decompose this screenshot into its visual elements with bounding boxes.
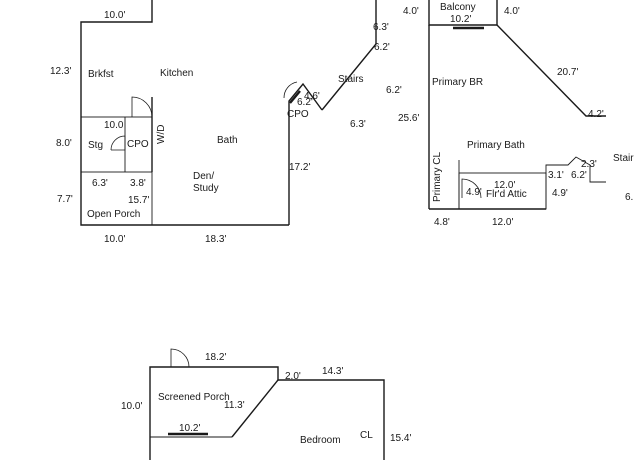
dim-balcony-width: 10.2' (450, 14, 471, 25)
room-wd: W/D (156, 125, 167, 144)
door-swing-porch (170, 348, 190, 368)
dim-notch-62: 6.2' (571, 170, 587, 181)
dim-left-height: 25.6' (398, 113, 419, 124)
room-den: Den/ (193, 171, 214, 182)
dim-balcony-right: 4.0' (504, 6, 520, 17)
room-stairs: Stairs (338, 74, 364, 85)
dim-bedroom-top: 14.3' (322, 366, 343, 377)
dim-bedroom-right: 15.4' (390, 433, 411, 444)
room-brkfst: Brkfst (88, 69, 114, 80)
dim-attic-width: 12.0' (494, 180, 515, 191)
dim-diagonal: 20.7' (557, 67, 578, 78)
dim-bottom-porch: 10.0' (104, 234, 125, 245)
room-stair-cut: Stair (613, 153, 634, 164)
room-cpo-left: CPO (127, 139, 149, 150)
dim-porch-mid: 3.8' (130, 178, 146, 189)
window-cpo (289, 90, 301, 104)
room-stg: Stg (88, 140, 103, 151)
dim-stair-mid: 6.2' (374, 42, 390, 53)
wall-porch-diagonal (231, 379, 279, 438)
dim-bottom-cl: 4.8' (434, 217, 450, 228)
room-screened-porch: Screened Porch (158, 392, 230, 403)
plan-lower-floor: 18.2' 10.0' 11.3' 10.2' 2.0' 14.3' 15.4'… (121, 348, 411, 460)
door-swing-attic (461, 178, 482, 199)
room-balcony: Balcony (440, 2, 476, 13)
room-kitchen: Kitchen (160, 68, 193, 79)
room-study: Study (193, 183, 219, 194)
dim-top-width: 10.0' (104, 10, 125, 21)
door-swing-wd (131, 96, 153, 118)
dim-edge-cut: 6. (625, 192, 633, 203)
dim-stair-upper: 6.3' (373, 22, 389, 33)
dim-right-edge: 4.2' (588, 109, 604, 120)
dim-porch-left: 6.3' (92, 178, 108, 189)
dim-left-brkfst: 12.3' (50, 66, 71, 77)
door-swing-cpo (110, 135, 126, 151)
wall-diagonal (496, 24, 606, 117)
dim-bottom-den: 18.3' (205, 234, 226, 245)
dim-notch-23: 2.3' (581, 159, 597, 170)
plan-first-floor: 10.0' 12.3' 8.0' 7.7' 10.0 6.3' 3.8' 15.… (50, 0, 402, 245)
room-primary-br: Primary BR (432, 77, 483, 88)
dim-balcony-left: 4.0' (403, 6, 419, 17)
wall-upper-outline (428, 0, 498, 26)
wall-bottom-outline (149, 366, 385, 460)
dim-cpo-width: 6.2' (297, 97, 313, 108)
dim-stair-lower: 6.3' (350, 119, 366, 130)
dim-left-porch: 7.7' (57, 194, 73, 205)
wall-outer-left (80, 0, 153, 226)
room-primary-cl: Primary CL (432, 152, 443, 202)
room-cl: CL (360, 430, 373, 441)
room-primary-bath: Primary Bath (467, 140, 525, 151)
dim-porch-depth: 15.7' (128, 195, 149, 206)
dim-cpo-depth: 4.6' (304, 91, 320, 102)
dim-stg-width: 10.0 (104, 120, 124, 131)
room-cpo-right: CPO (287, 109, 309, 120)
dim-notch-31: 3.1' (548, 170, 564, 181)
dim-porch-diag: 11.3' (224, 400, 245, 411)
dim-attic-depth: 4.9' (466, 187, 482, 198)
dim-porch-bottom: 10.2' (179, 423, 200, 434)
dim-notch-49: 4.9' (552, 188, 568, 199)
plan-second-floor: 4.0' 10.2' 4.0' 20.7' 25.6' 4.2' 12.0' 4… (398, 0, 634, 228)
door-swing-stairs (283, 81, 298, 99)
room-bath: Bath (217, 135, 238, 146)
room-flrd-attic: Flr'd Attic (486, 189, 527, 200)
dim-right-den: 17.2' (289, 162, 310, 173)
dim-porch-left: 10.0' (121, 401, 142, 412)
wall-notch (545, 156, 606, 209)
dim-porch-top: 18.2' (205, 352, 226, 363)
dim-bottom-attic: 12.0' (492, 217, 513, 228)
dim-left-stg: 8.0' (56, 138, 72, 149)
dim-notch: 2.0' (285, 371, 301, 382)
room-open-porch: Open Porch (87, 209, 140, 220)
dim-stair-right: 6.2' (386, 85, 402, 96)
wall-stair-edge (321, 0, 377, 111)
wall-right (288, 82, 323, 225)
room-bedroom: Bedroom (300, 435, 341, 446)
